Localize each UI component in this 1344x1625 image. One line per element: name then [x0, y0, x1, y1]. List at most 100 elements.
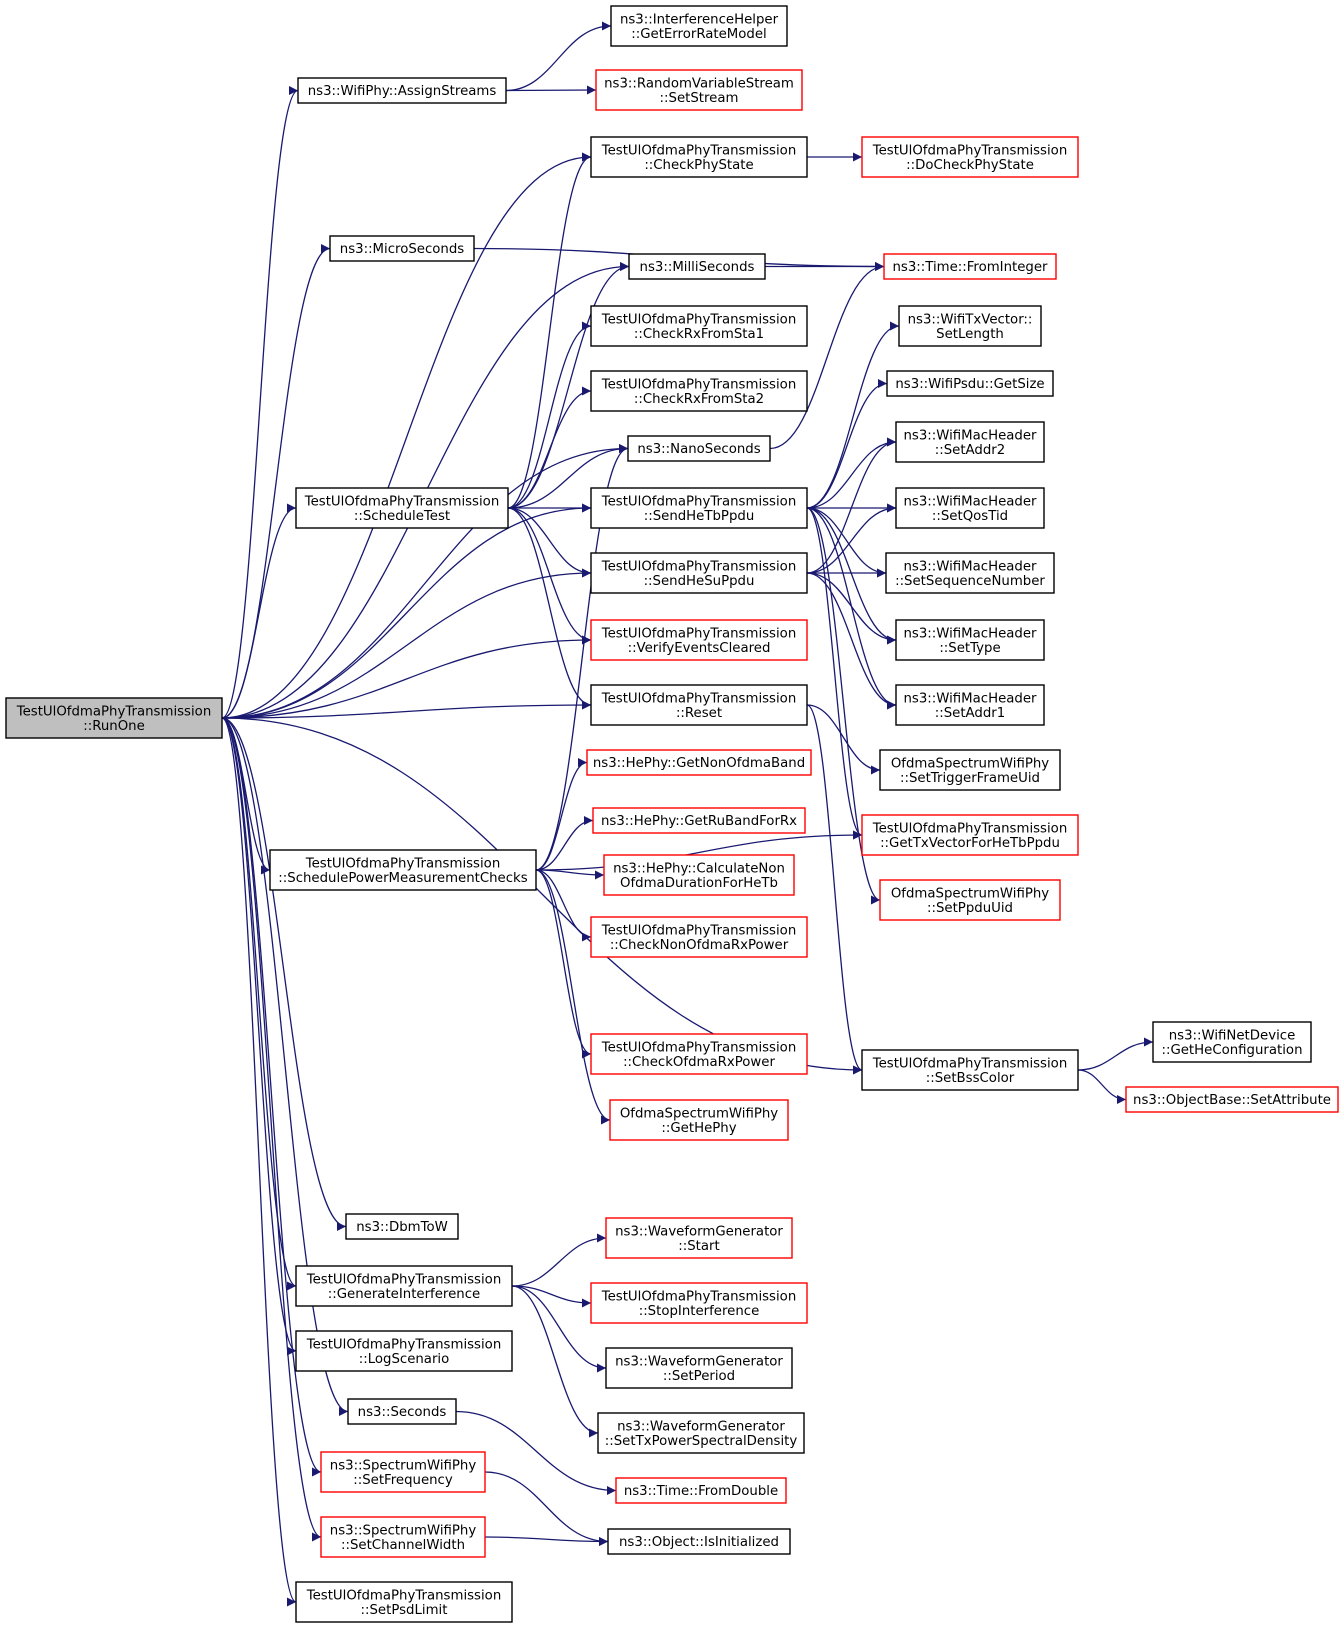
node-setaddr2[interactable]: ns3::WifiMacHeader::SetAddr2 — [895, 421, 1045, 463]
node-label-line: ::SetPpduUid — [927, 901, 1013, 916]
node-setchannelwidth[interactable]: ns3::SpectrumWifiPhy::SetChannelWidth — [320, 1516, 486, 1558]
node-box — [1125, 1086, 1339, 1113]
node-milliseconds[interactable]: ns3::MilliSeconds — [628, 253, 766, 280]
edge-runone-to-seconds — [221, 717, 349, 1416]
node-setqostid[interactable]: ns3::WifiMacHeader::SetQosTid — [895, 487, 1045, 529]
node-isinitialized[interactable]: ns3::Object::IsInitialized — [607, 1528, 791, 1555]
node-settxpowerspectraldensity[interactable]: ns3::WaveformGenerator::SetTxPowerSpectr… — [597, 1412, 805, 1454]
node-setaddr1[interactable]: ns3::WifiMacHeader::SetAddr1 — [895, 684, 1045, 726]
node-settype[interactable]: ns3::WifiMacHeader::SetType — [895, 619, 1045, 661]
node-sendhesuppdu[interactable]: TestUlOfdmaPhyTransmission::SendHeSuPpdu — [590, 552, 808, 594]
node-getrubandforrx[interactable]: ns3::HePhy::GetRuBandForRx — [592, 807, 806, 834]
node-setpsdlimit[interactable]: TestUlOfdmaPhyTransmission::SetPsdLimit — [295, 1581, 513, 1623]
node-label-line: TestUlOfdmaPhyTransmission — [601, 923, 797, 938]
node-box — [295, 1581, 513, 1623]
node-setbsscolor[interactable]: TestUlOfdmaPhyTransmission::SetBssColor — [861, 1049, 1079, 1091]
node-docheckphystate[interactable]: TestUlOfdmaPhyTransmission::DoCheckPhySt… — [861, 136, 1079, 178]
node-setstream[interactable]: ns3::RandomVariableStream::SetStream — [595, 69, 803, 111]
node-label-line: TestUlOfdmaPhyTransmission — [306, 1337, 502, 1352]
node-label-line: ::SetBssColor — [926, 1071, 1015, 1086]
node-box — [586, 749, 812, 776]
node-checkphystate[interactable]: TestUlOfdmaPhyTransmission::CheckPhyStat… — [590, 136, 808, 178]
edge-reset-to-settriggerframeuid — [806, 704, 881, 775]
edge-schedulepowermeasurementchecks-to-nanoseconds — [535, 444, 629, 871]
node-label-line: ::CheckOfdmaRxPower — [623, 1055, 775, 1070]
node-settriggerframeuid[interactable]: OfdmaSpectrumWifiPhy::SetTriggerFrameUid — [879, 749, 1061, 791]
edge-scheduletest-to-checkphystate — [507, 152, 592, 509]
node-setppduuid[interactable]: OfdmaSpectrumWifiPhy::SetPpduUid — [879, 879, 1061, 921]
node-label-line: ::CheckNonOfdmaRxPower — [610, 938, 789, 953]
node-logscenario[interactable]: TestUlOfdmaPhyTransmission::LogScenario — [295, 1330, 513, 1372]
node-sendhetbppdu[interactable]: TestUlOfdmaPhyTransmission::SendHeTbPpdu — [590, 487, 808, 529]
edge-runone-to-dbmtow — [221, 717, 347, 1231]
node-gettxvectorforhetbppdu[interactable]: TestUlOfdmaPhyTransmission::GetTxVectorF… — [861, 814, 1079, 856]
edge — [535, 830, 863, 871]
node-setlength[interactable]: ns3::WifiTxVector::SetLength — [898, 305, 1042, 347]
node-getnonofdmaband[interactable]: ns3::HePhy::GetNonOfdmaBand — [586, 749, 812, 776]
edge — [507, 152, 592, 509]
node-dbmtow[interactable]: ns3::DbmToW — [345, 1213, 459, 1240]
node-label-line: ns3::WifiMacHeader — [903, 626, 1037, 641]
edge — [221, 244, 331, 719]
node-checkrxfromsta1[interactable]: TestUlOfdmaPhyTransmission::CheckRxFromS… — [590, 305, 808, 347]
node-getheconfiguration[interactable]: ns3::WifiNetDevice::GetHeConfiguration — [1152, 1021, 1312, 1063]
edge-runone-to-generateinterference — [221, 717, 297, 1291]
node-box — [590, 1282, 808, 1324]
node-stopinterference[interactable]: TestUlOfdmaPhyTransmission::StopInterfer… — [590, 1282, 808, 1324]
node-checkrxfromsta2[interactable]: TestUlOfdmaPhyTransmission::CheckRxFromS… — [590, 370, 808, 412]
node-gethephy[interactable]: OfdmaSpectrumWifiPhy::GetHePhy — [609, 1099, 789, 1141]
node-reset[interactable]: TestUlOfdmaPhyTransmission::Reset — [590, 684, 808, 726]
node-box — [628, 253, 766, 280]
node-checknonofdmarxpower[interactable]: TestUlOfdmaPhyTransmission::CheckNonOfdm… — [590, 916, 808, 958]
node-verifyeventscleared[interactable]: TestUlOfdmaPhyTransmission::VerifyEvents… — [590, 619, 808, 661]
node-frominteger[interactable]: ns3::Time::FromInteger — [883, 253, 1057, 280]
edge — [535, 444, 629, 871]
node-label-line: ns3::NanoSeconds — [637, 442, 760, 457]
edge — [221, 717, 322, 1542]
node-microseconds[interactable]: ns3::MicroSeconds — [329, 235, 475, 262]
node-box — [295, 1330, 513, 1372]
edge-sendhetbppdu-to-settype — [806, 507, 897, 645]
node-setfrequency[interactable]: ns3::SpectrumWifiPhy::SetFrequency — [320, 1451, 486, 1493]
node-assignstreams[interactable]: ns3::WifiPhy::AssignStreams — [297, 77, 507, 104]
node-label-line: ns3::WaveformGenerator — [615, 1354, 783, 1369]
node-fromdouble[interactable]: ns3::Time::FromDouble — [615, 1477, 787, 1504]
node-box — [607, 1528, 791, 1555]
node-generateinterference[interactable]: TestUlOfdmaPhyTransmission::GenerateInte… — [295, 1265, 513, 1307]
node-waveformstart[interactable]: ns3::WaveformGenerator::Start — [605, 1217, 793, 1259]
node-scheduletest[interactable]: TestUlOfdmaPhyTransmission::ScheduleTest — [295, 487, 509, 529]
edge-runone-to-scheduletest — [221, 503, 297, 719]
node-box — [879, 749, 1061, 791]
node-getsize[interactable]: ns3::WifiPsdu::GetSize — [886, 370, 1054, 397]
edge-schedulepowermeasurementchecks-to-checknonofdmarxpower — [535, 869, 592, 942]
edge — [806, 704, 881, 775]
node-setattribute[interactable]: ns3::ObjectBase::SetAttribute — [1125, 1086, 1339, 1113]
node-label-line: ::CheckRxFromSta2 — [634, 392, 764, 407]
edge — [806, 572, 897, 645]
edge-runone-to-reset — [221, 700, 592, 719]
edge — [507, 507, 592, 645]
node-calculatenonofdmaduration[interactable]: ns3::HePhy::CalculateNonOfdmaDurationFor… — [603, 854, 795, 896]
node-seconds[interactable]: ns3::Seconds — [347, 1398, 457, 1425]
node-label-line: TestUlOfdmaPhyTransmission — [304, 494, 500, 509]
node-box — [590, 619, 808, 661]
node-label-line: ::VerifyEventsCleared — [628, 641, 771, 656]
node-checkofdmarxpower[interactable]: TestUlOfdmaPhyTransmission::CheckOfdmaRx… — [590, 1033, 808, 1075]
edge-nanoseconds-to-frominteger — [769, 261, 885, 450]
edge — [806, 507, 897, 645]
node-setsequencenumber[interactable]: ns3::WifiMacHeader::SetSequenceNumber — [885, 552, 1055, 594]
node-nanoseconds[interactable]: ns3::NanoSeconds — [627, 435, 771, 462]
node-box — [605, 1217, 793, 1259]
node-runone[interactable]: TestUlOfdmaPhyTransmission::RunOne — [5, 697, 223, 739]
edge — [221, 717, 322, 1477]
node-label-line: OfdmaSpectrumWifiPhy — [891, 886, 1049, 901]
node-label-line: ns3::SpectrumWifiPhy — [330, 1523, 477, 1538]
node-label-line: ns3::HePhy::CalculateNon — [613, 861, 785, 876]
node-schedulepowermeasurementchecks[interactable]: TestUlOfdmaPhyTransmission::SchedulePowe… — [269, 849, 537, 891]
node-setperiod[interactable]: ns3::WaveformGenerator::SetPeriod — [605, 1347, 793, 1389]
node-geterrorratemodel[interactable]: ns3::InterferenceHelper::GetErrorRateMod… — [610, 5, 788, 47]
node-label-line: ns3::InterferenceHelper — [620, 12, 779, 27]
edge-scheduletest-to-sendhesuppdu — [507, 507, 592, 578]
node-box — [590, 1033, 808, 1075]
node-box — [590, 487, 808, 529]
